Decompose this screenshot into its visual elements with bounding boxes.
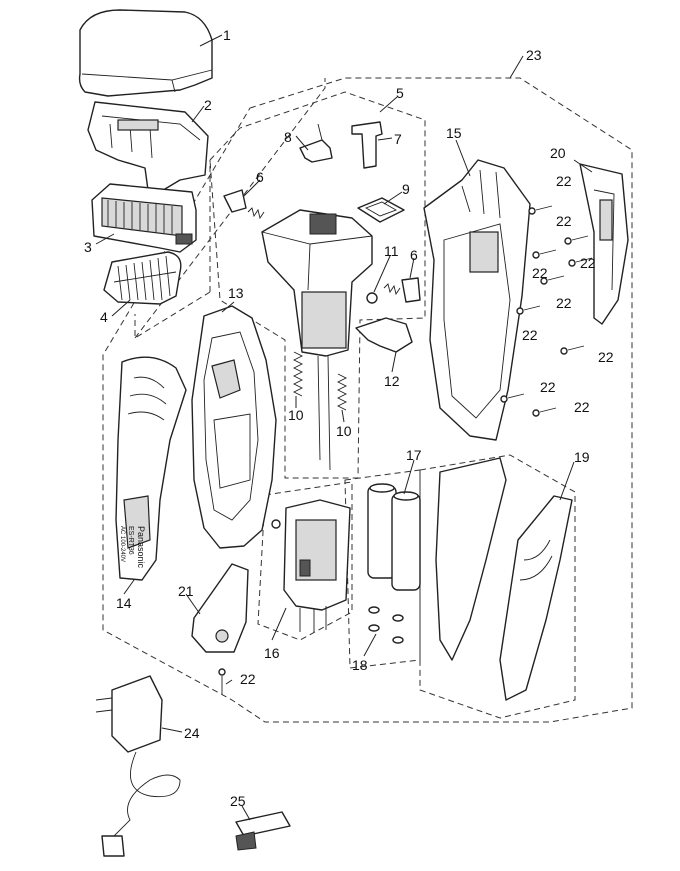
battery-right-17 <box>391 491 421 591</box>
callout-4: 4 <box>100 309 108 325</box>
inner-blade-block <box>91 183 197 253</box>
callout-22-h: 22 <box>574 399 590 415</box>
spring-left-10 <box>292 351 304 397</box>
washers-18 <box>368 606 404 644</box>
callout-22-c: 22 <box>532 265 548 281</box>
callout-22-g: 22 <box>540 379 556 395</box>
group-outline-19 <box>419 454 576 719</box>
rear-grip-14 <box>115 356 187 581</box>
callout-3: 3 <box>84 239 92 255</box>
callout-labels: 1 2 3 4 5 6 6 7 8 9 10 10 11 12 13 14 15… <box>84 27 614 809</box>
callout-9: 9 <box>402 181 410 197</box>
callout-15: 15 <box>446 125 462 141</box>
callout-22-b: 22 <box>556 213 572 229</box>
callout-22-j: 22 <box>580 255 596 271</box>
trimmer-strip-20 <box>579 163 629 325</box>
callout-12: 12 <box>384 373 400 389</box>
callout-10-left: 10 <box>288 407 304 423</box>
callout-19: 19 <box>574 449 590 465</box>
trimmer-lever-12 <box>355 317 413 353</box>
group-outline-16 <box>257 481 353 641</box>
callout-22-i: 22 <box>240 671 256 687</box>
leader-lines <box>95 34 593 821</box>
callout-10-right: 10 <box>336 423 352 439</box>
callout-8: 8 <box>284 129 292 145</box>
bottom-cap-21 <box>191 563 249 653</box>
ac-adapter-24 <box>95 675 181 857</box>
callout-22-d: 22 <box>556 295 572 311</box>
callout-6-right: 6 <box>410 247 418 263</box>
grip-printing: Panasonic ES-RT36 AC 100-240V <box>119 526 146 569</box>
callout-20: 20 <box>550 145 566 161</box>
callout-11: 11 <box>384 243 399 259</box>
group-outline-shaver-head <box>134 78 326 339</box>
callout-1: 1 <box>223 27 231 43</box>
callout-16: 16 <box>264 645 280 661</box>
group-outline-23 <box>102 77 633 723</box>
callout-22-f: 22 <box>598 349 614 365</box>
outer-frame <box>87 101 209 193</box>
motor-block <box>261 209 373 471</box>
model-marking: ES-RT36 <box>127 526 134 555</box>
front-case-13 <box>191 305 277 549</box>
inner-blade-rollers <box>103 251 182 305</box>
callout-24: 24 <box>184 725 200 741</box>
callout-18: 18 <box>352 657 368 673</box>
callout-13: 13 <box>228 285 244 301</box>
screws-22 <box>218 205 593 694</box>
circuit-board-16 <box>271 499 351 632</box>
main-chassis-15 <box>423 159 531 441</box>
callout-14: 14 <box>116 595 132 611</box>
clip-8 <box>299 123 333 163</box>
side-cover-left-19 <box>435 457 507 661</box>
group-outline-5 <box>209 91 426 479</box>
cleaning-brush-25 <box>235 811 291 851</box>
clip-7 <box>351 121 383 169</box>
rubber-pad-9 <box>357 197 405 223</box>
side-cover-right-19 <box>499 495 573 701</box>
o-ring-11 <box>366 292 378 304</box>
callout-2: 2 <box>204 97 212 113</box>
callout-23: 23 <box>526 47 542 63</box>
callout-7: 7 <box>394 131 402 147</box>
callout-22-a: 22 <box>556 173 572 189</box>
rating-marking: AC 100-240V <box>119 526 125 562</box>
callout-17: 17 <box>406 447 422 463</box>
latch-right-6 <box>383 277 421 303</box>
callout-6-left: 6 <box>256 169 264 185</box>
callout-21: 21 <box>178 583 194 599</box>
callout-22-e: 22 <box>522 327 538 343</box>
brand-marking: Panasonic <box>136 526 146 569</box>
callout-5: 5 <box>396 85 404 101</box>
callout-25: 25 <box>230 793 246 809</box>
blade-cover <box>78 9 213 97</box>
latch-left-6 <box>223 189 265 220</box>
spring-right-10 <box>336 373 348 411</box>
